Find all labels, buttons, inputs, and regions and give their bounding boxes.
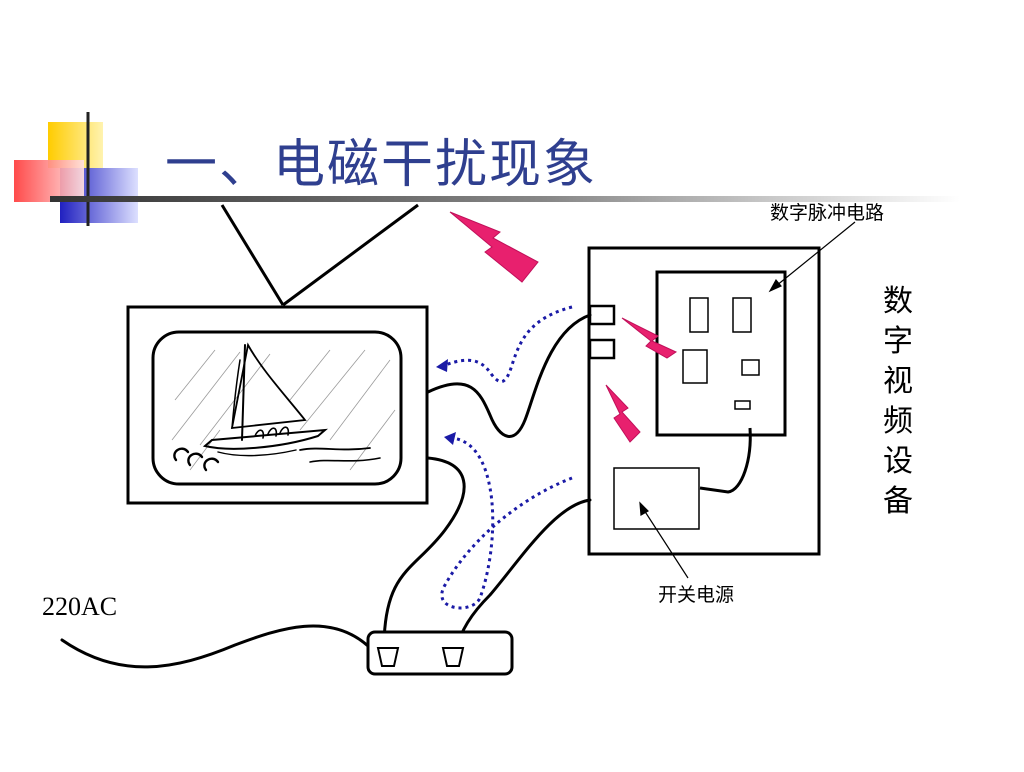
device-label-char: 字 — [883, 324, 913, 359]
sailboat-icon — [173, 342, 381, 472]
socket-2 — [441, 647, 465, 667]
digital-video-device-label: 数 字 视 频 设 备 — [878, 282, 918, 522]
bolt-antenna — [449, 211, 539, 283]
digital-pulse-circuit-label: 数字脉冲电路 — [770, 202, 885, 224]
output-jack-1 — [588, 304, 616, 326]
title-rule — [50, 196, 960, 202]
pulse-circuit-board — [655, 270, 787, 437]
tv-power-cord — [382, 456, 466, 647]
leader-lines — [639, 221, 856, 579]
device-label-char: 频 — [883, 404, 913, 439]
mains-voltage-label: 220AC — [42, 592, 118, 621]
arrowhead-2 — [444, 432, 456, 445]
deco-red-square — [14, 160, 84, 202]
tv-screen — [151, 330, 403, 486]
tv-antenna — [220, 203, 419, 307]
psu-leader — [643, 509, 689, 579]
radiated-coupling-path — [444, 305, 573, 383]
pulse-circuit-leader-arrow — [768, 278, 782, 293]
psu-leader-arrow — [639, 501, 649, 516]
digital-video-device — [587, 246, 821, 556]
switching-power-supply-label: 开关电源 — [658, 584, 735, 606]
chip-1 — [689, 297, 709, 333]
plug-icon — [366, 630, 514, 676]
chip-4 — [741, 359, 760, 376]
power-strip — [366, 630, 514, 676]
output-jack-2 — [588, 338, 616, 360]
arrowhead-1 — [436, 359, 448, 372]
bolt-board — [605, 384, 641, 443]
socket-1 — [376, 647, 400, 667]
screen-hatching — [171, 349, 396, 471]
device-label-char: 备 — [883, 484, 913, 519]
pulse-circuit-leader — [775, 221, 856, 287]
lightning-bolt-icon — [449, 211, 678, 443]
coupling-paths — [440, 305, 573, 610]
device-label-char: 设 — [883, 444, 913, 479]
bolt-port — [621, 317, 678, 359]
device-label-char: 视 — [883, 364, 913, 399]
chip-5 — [734, 400, 751, 410]
video-signal-cable — [426, 313, 592, 438]
television — [126, 305, 429, 505]
cables — [60, 313, 592, 669]
chip-2 — [732, 297, 752, 333]
coupling-arrowheads — [436, 359, 456, 445]
device-label-char: 数 — [883, 284, 913, 319]
slide-title: 一、电磁干扰现象 — [165, 135, 598, 195]
mains-cord — [60, 624, 370, 669]
chip-3 — [682, 349, 708, 384]
device-power-cord — [453, 498, 592, 652]
title-decoration — [14, 112, 960, 226]
internal-power-wire — [699, 427, 752, 494]
switching-power-supply-box — [613, 467, 700, 530]
